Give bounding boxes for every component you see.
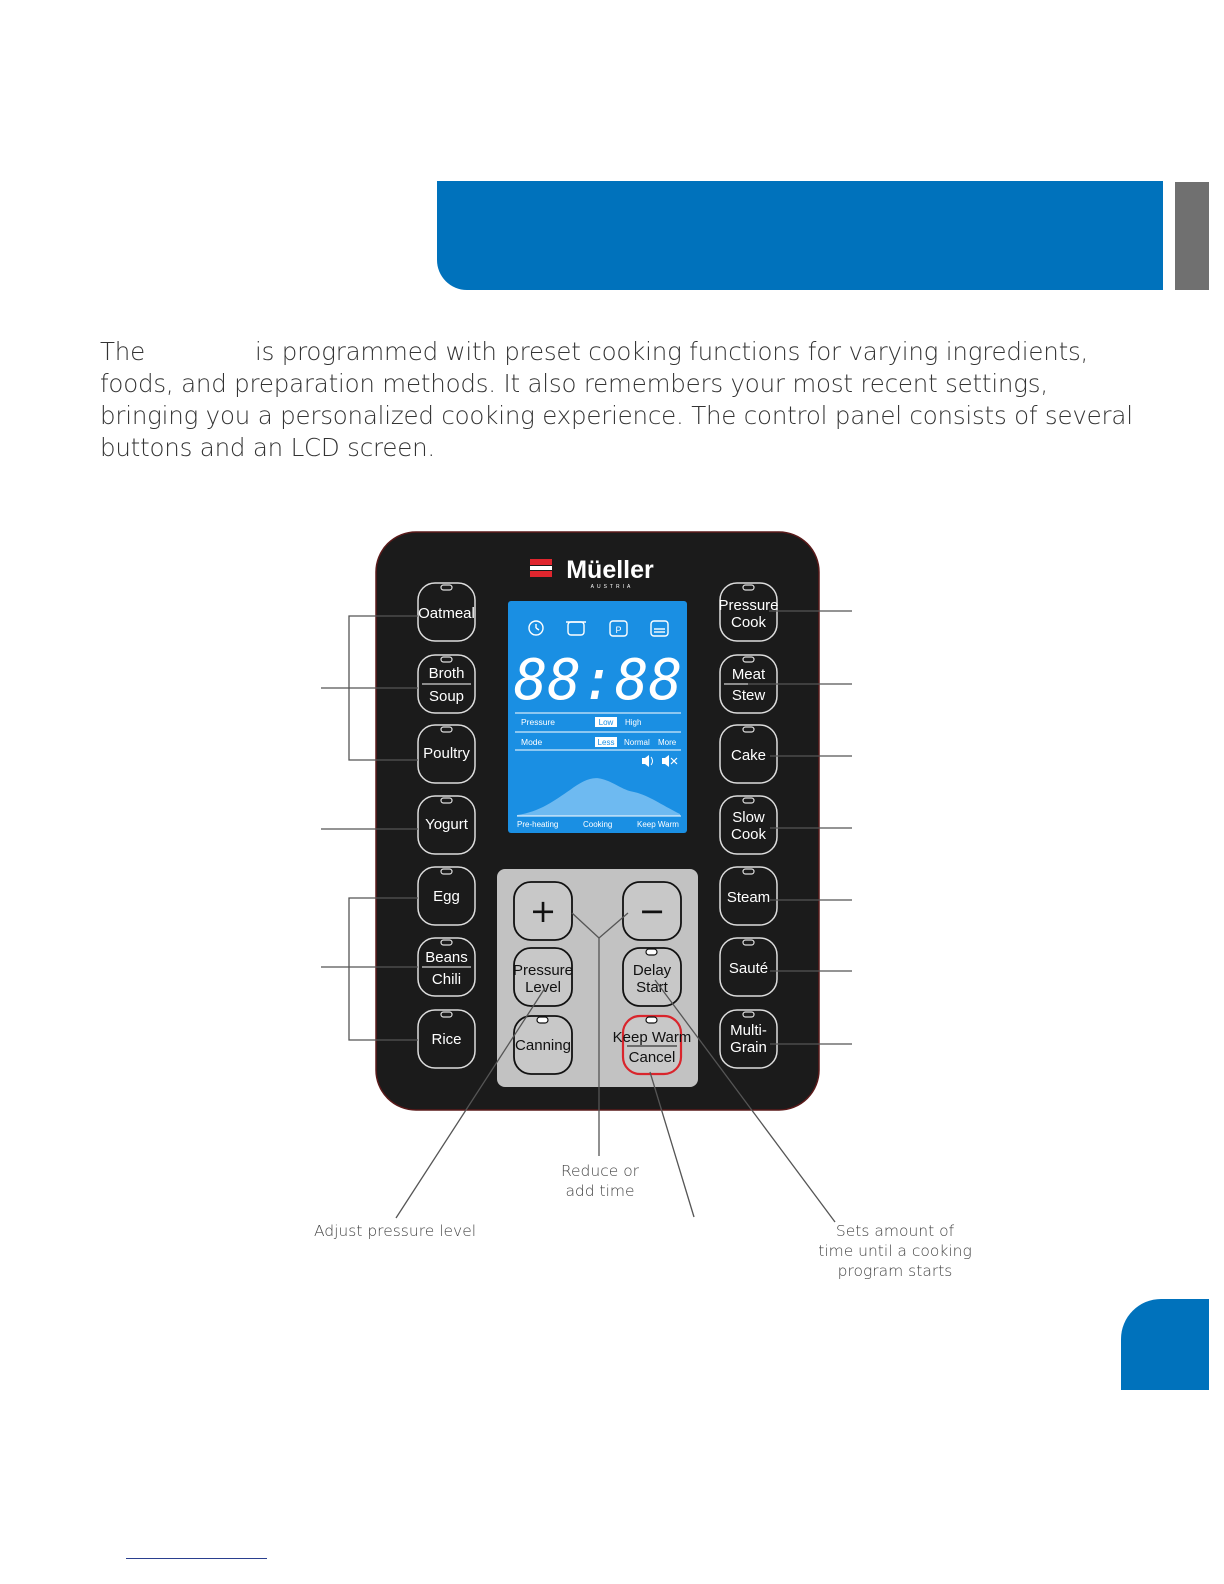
- reduce-add-time-callout: Reduce or add time: [540, 1161, 660, 1201]
- sound-icons: [642, 755, 678, 767]
- sound-on-icon: [642, 755, 649, 767]
- lcd-progress-graph: [517, 778, 680, 816]
- intro-text: is programmed with preset cooking functi…: [100, 337, 1133, 462]
- lcd-pressure-high: High: [625, 718, 641, 727]
- grain-label: Grain: [730, 1039, 767, 1056]
- slow-label: Slow: [732, 809, 765, 826]
- lcd-mode-more: More: [658, 738, 677, 747]
- section-header-bar: [437, 181, 1163, 290]
- slow-cook-label: Cook: [731, 826, 767, 843]
- poultry-button[interactable]: Poultry: [417, 724, 476, 784]
- left-button-column: Oatmeal Broth Soup Poultry Yogurt Egg: [417, 582, 476, 1069]
- yogurt-button[interactable]: Yogurt: [417, 795, 476, 855]
- pressure-level-button[interactable]: Pressure Level: [513, 947, 573, 1007]
- beans-chili-button[interactable]: Beans Chili: [417, 937, 476, 997]
- warm-pot-icon: [650, 620, 669, 637]
- cake-label: Cake: [731, 747, 766, 764]
- canning-button[interactable]: Canning: [513, 1015, 573, 1075]
- lcd-status-icons: P: [528, 620, 669, 637]
- broth-label: Broth: [429, 665, 465, 682]
- pressure-level-label-1: Pressure: [513, 962, 573, 979]
- adjust-pressure-callout: Adjust pressure level: [313, 1222, 477, 1240]
- lcd-screen: P 88:88 Pressure Low High Mode Less Norm…: [508, 601, 687, 833]
- reduce-callout-line-2: add time: [565, 1182, 635, 1200]
- lcd-digits: 88:88: [514, 648, 683, 713]
- oatmeal-button[interactable]: Oatmeal: [417, 582, 476, 642]
- oatmeal-label: Oatmeal: [418, 605, 475, 622]
- meat-label: Meat: [732, 666, 766, 683]
- poultry-label: Poultry: [423, 745, 470, 762]
- soup-label: Soup: [429, 688, 464, 705]
- delay-callout-line-1: Sets amount of: [835, 1222, 955, 1240]
- saute-button[interactable]: Sauté: [719, 937, 778, 997]
- pressure-level-label-2: Level: [525, 979, 561, 996]
- multi-grain-button[interactable]: Multi- Grain: [719, 1009, 778, 1069]
- footer-link-underline: [126, 1558, 267, 1559]
- lcd-pressure-low: Low: [599, 718, 614, 727]
- rice-button[interactable]: Rice: [417, 1009, 476, 1069]
- plus-icon: +: [530, 892, 557, 930]
- lcd-mode-normal: Normal: [624, 738, 650, 747]
- keep-warm-label: Keep Warm: [613, 1029, 692, 1046]
- lcd-mode-label: Mode: [521, 737, 543, 747]
- delay-callout-line-3: program starts: [837, 1262, 953, 1280]
- lcd-mode-less: Less: [598, 738, 615, 747]
- cancel-label: Cancel: [629, 1049, 676, 1066]
- delay-label: Delay: [633, 962, 672, 979]
- rice-label: Rice: [431, 1031, 461, 1048]
- minus-button[interactable]: −: [622, 881, 682, 941]
- brand-subtitle: AUSTRIA: [591, 584, 634, 590]
- beans-label: Beans: [425, 949, 468, 966]
- delay-start-callout: Sets amount of time until a cooking prog…: [805, 1221, 985, 1281]
- pressure-pot-icon: [609, 620, 628, 637]
- keep-warm-cancel-button[interactable]: Keep Warm Cancel: [613, 1014, 692, 1076]
- leader-lines: [321, 610, 852, 1223]
- plus-button[interactable]: +: [513, 881, 573, 941]
- intro-the: The: [100, 337, 145, 366]
- pressure-cook-label-2: Cook: [731, 614, 767, 631]
- cake-button[interactable]: Cake: [719, 724, 778, 784]
- alarm-clock-icon: [528, 620, 544, 636]
- broth-soup-button[interactable]: Broth Soup: [417, 654, 476, 714]
- multi-label: Multi-: [730, 1022, 767, 1039]
- page-number-tab: [1121, 1299, 1209, 1390]
- steam-label: Steam: [727, 889, 770, 906]
- yogurt-label: Yogurt: [425, 816, 469, 833]
- brand-name: Müeller: [566, 556, 654, 584]
- minus-icon: −: [639, 892, 666, 930]
- lcd-pressure-label: Pressure: [521, 717, 555, 727]
- sound-off-icon: [662, 755, 669, 767]
- center-buttons: + − Pressure Level Delay Start Canning K…: [513, 881, 692, 1076]
- delay-start-button[interactable]: Delay Start: [622, 947, 682, 1007]
- lcd-stage-preheating: Pre-heating: [517, 820, 558, 829]
- egg-label: Egg: [433, 888, 460, 905]
- lcd-stage-cooking: Cooking: [583, 820, 612, 829]
- pressure-cook-label-1: Pressure: [718, 597, 778, 614]
- stew-label: Stew: [732, 687, 766, 704]
- svg-text:P: P: [615, 625, 621, 635]
- saute-label: Sauté: [729, 960, 768, 977]
- steam-button[interactable]: Steam: [719, 866, 778, 926]
- chili-label: Chili: [432, 971, 461, 988]
- slow-cook-button[interactable]: Slow Cook: [719, 795, 778, 855]
- pressure-cook-button[interactable]: Pressure Cook: [718, 582, 779, 642]
- start-label: Start: [636, 979, 669, 996]
- reduce-callout-line-1: Reduce or: [560, 1162, 640, 1180]
- delay-callout-line-2: time until a cooking: [818, 1242, 972, 1260]
- canning-label: Canning: [515, 1037, 571, 1054]
- right-button-column: Pressure Cook Meat Stew Cake Slow Cook S…: [718, 582, 779, 1069]
- brand-logo: Müeller AUSTRIA: [530, 556, 654, 590]
- egg-button[interactable]: Egg: [417, 866, 476, 926]
- side-section-tab: [1175, 182, 1209, 290]
- lcd-stage-keepwarm: Keep Warm: [637, 820, 679, 829]
